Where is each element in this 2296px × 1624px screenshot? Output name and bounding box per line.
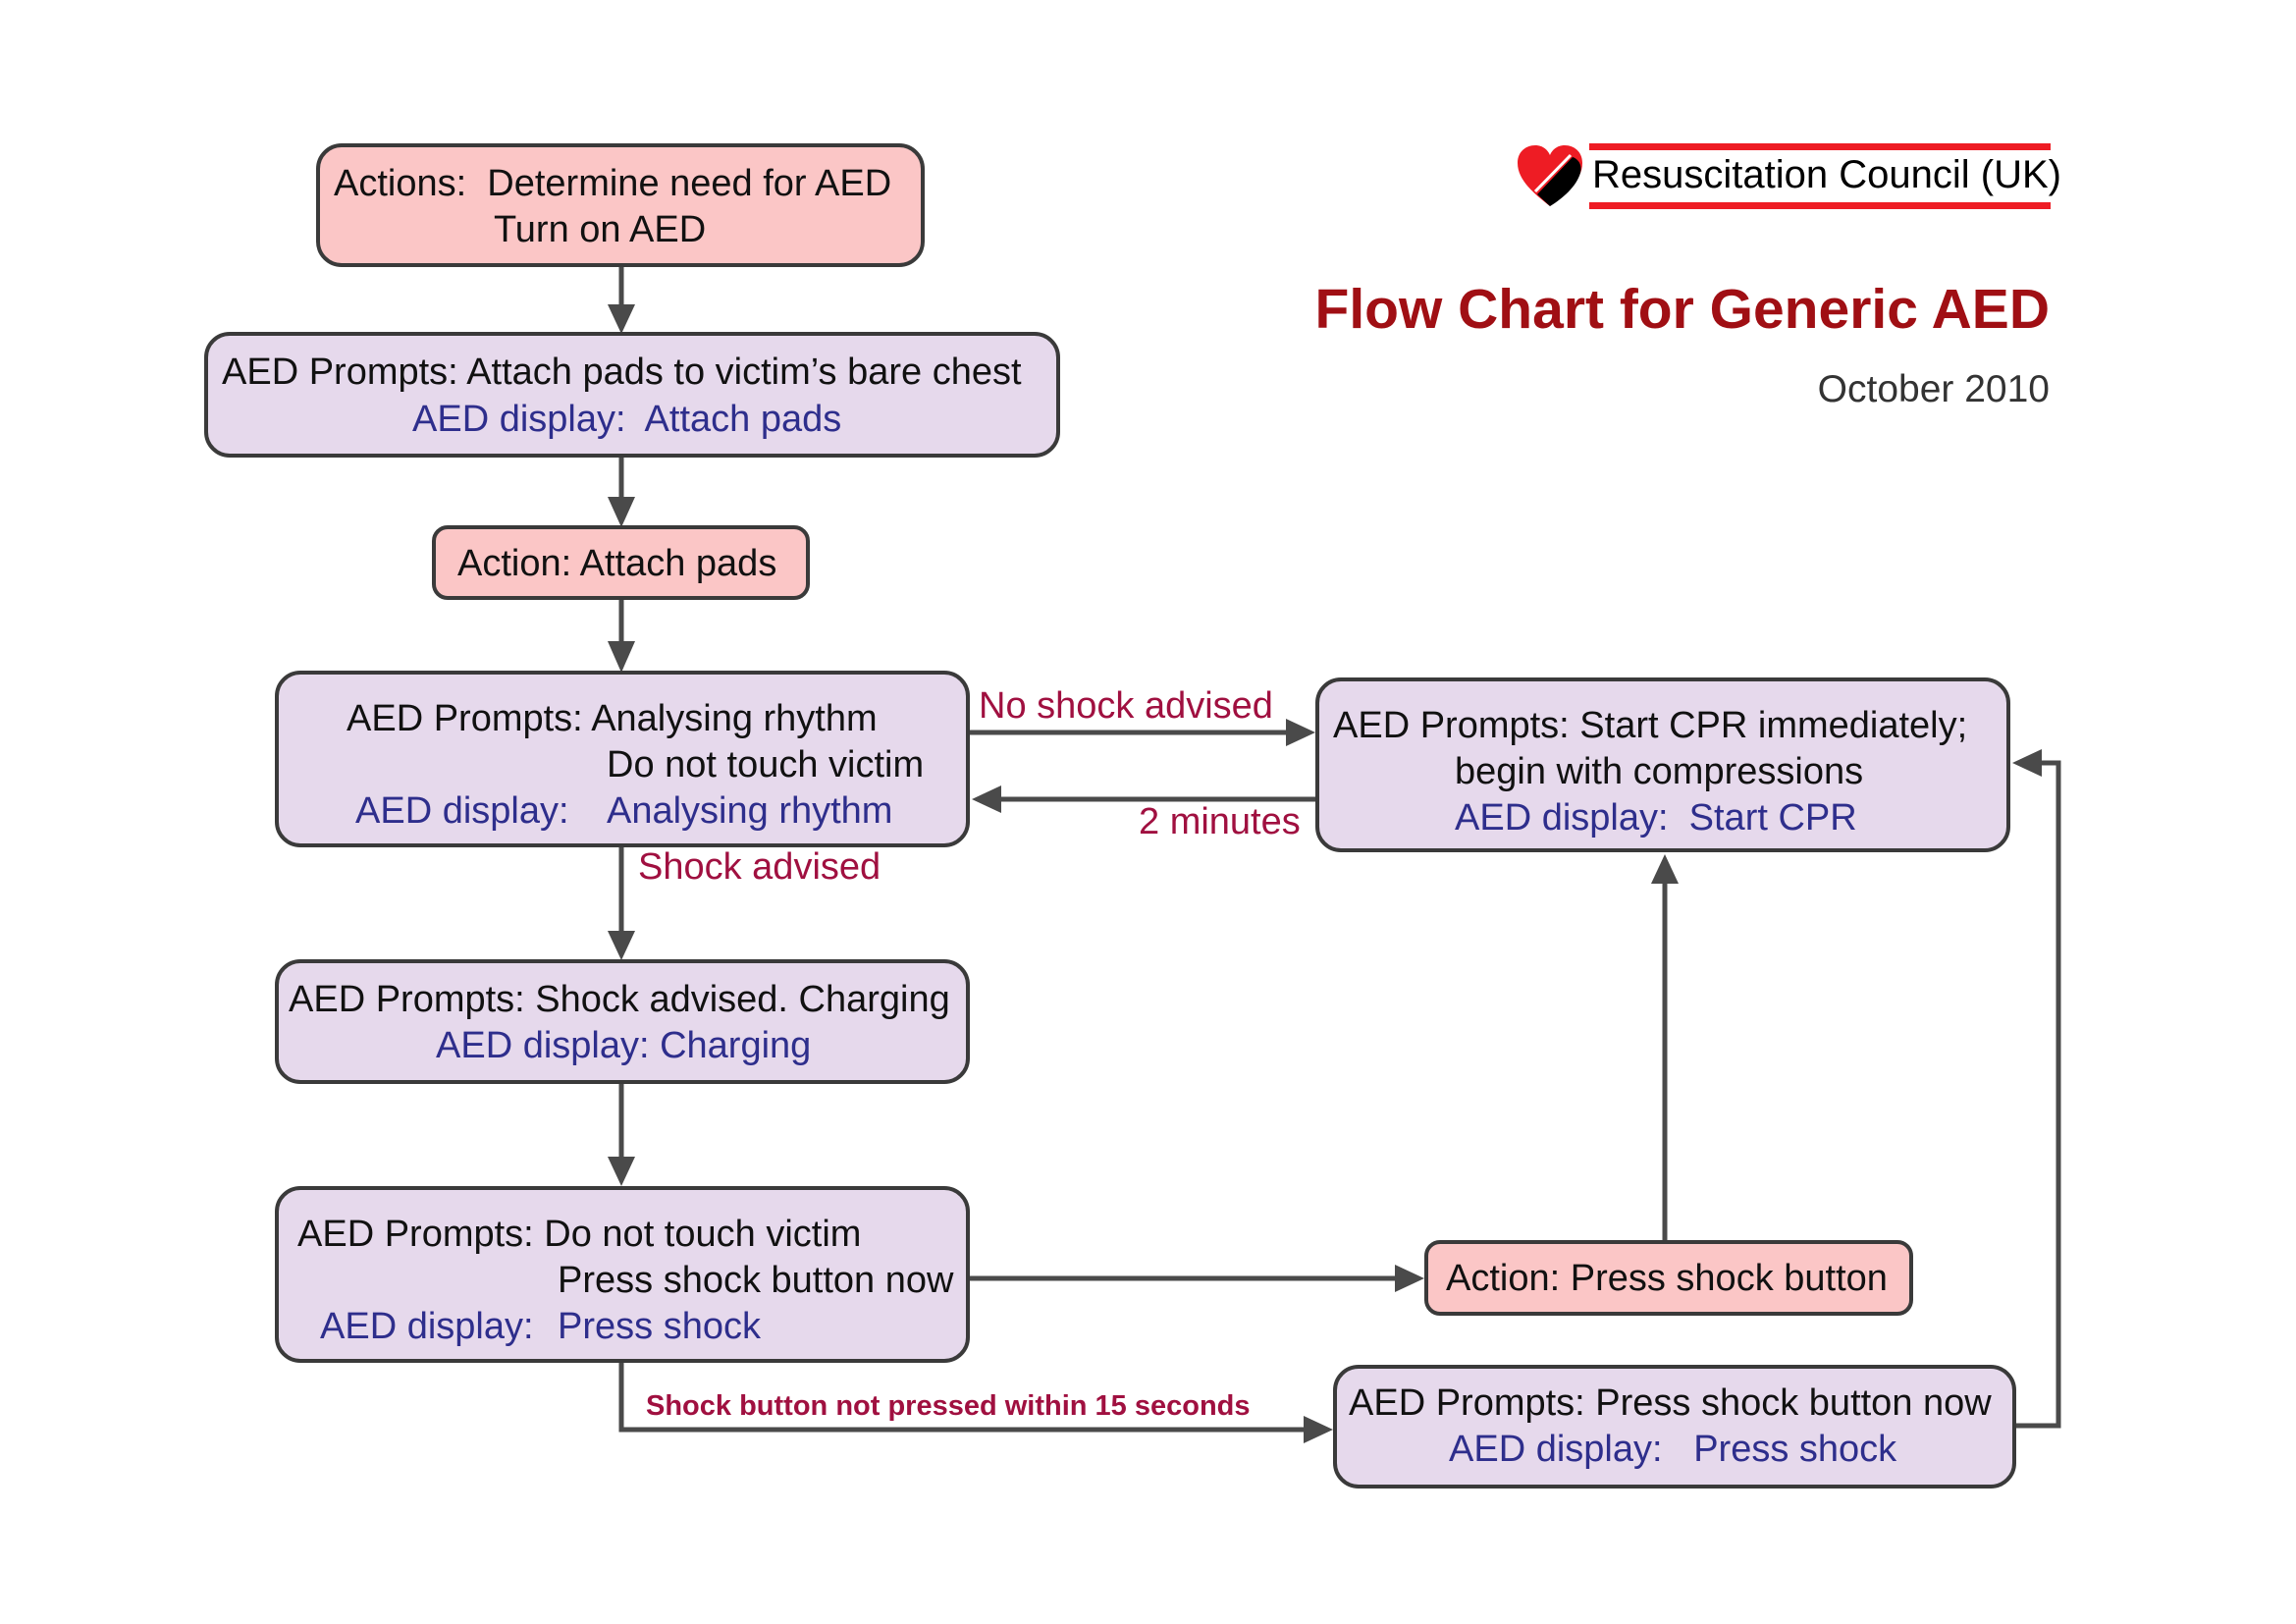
edge-not-pressed <box>618 1362 1306 1433</box>
node-text: AED Prompts: Press shock button now <box>1349 1382 1992 1424</box>
arrowhead <box>1304 1416 1333 1443</box>
node-attach-prompt: AED Prompts: Attach pads to victim’s bar… <box>204 332 1060 458</box>
organization-name: Resuscitation Council (UK) <box>1592 153 2061 196</box>
date: October 2010 <box>1817 368 2050 410</box>
node-text: Press shock button now <box>558 1260 954 1301</box>
arrowhead <box>1651 854 1679 884</box>
display-label: AED display: <box>320 1306 534 1347</box>
node-text: Action: Press shock button <box>1446 1258 1888 1299</box>
display-text: AED display: Attach pads <box>412 399 842 440</box>
arrowhead <box>608 497 635 527</box>
node-text: AED Prompts: Shock advised. Charging <box>289 979 950 1020</box>
node-text: begin with compressions <box>1455 751 1864 792</box>
arrowhead <box>1286 719 1315 746</box>
page-title: Flow Chart for Generic AED <box>1314 278 2051 341</box>
node-press-prompt: AED Prompts: Do not touch victim Press s… <box>275 1186 970 1363</box>
heart-logo-icon <box>1518 145 1582 206</box>
display-text: AED display: Press shock <box>1449 1429 1897 1470</box>
display-value: Analysing rhythm <box>607 790 893 832</box>
node-charging: AED Prompts: Shock advised. Charging AED… <box>275 959 970 1084</box>
node-text: Do not touch victim <box>607 744 925 785</box>
arrowhead <box>2012 749 2042 777</box>
edge-reminder-to-cpr <box>2016 760 2061 1429</box>
arrowhead <box>1395 1265 1424 1292</box>
node-text: AED Prompts: Start CPR immediately; <box>1333 705 1968 746</box>
node-determine: Actions: Determine need for AED Turn on … <box>316 143 925 267</box>
display-text: AED display: Charging <box>436 1025 812 1066</box>
node-text: Action: Attach pads <box>457 543 777 584</box>
arrowhead <box>972 785 1001 813</box>
display-value: Press shock <box>558 1306 761 1347</box>
label-shock-advised: Shock advised <box>638 846 881 888</box>
node-text: Turn on AED <box>494 209 707 250</box>
node-press-reminder: AED Prompts: Press shock button now AED … <box>1333 1365 2016 1489</box>
node-attach-action: Action: Attach pads <box>432 525 810 600</box>
node-cpr: AED Prompts: Start CPR immediately; begi… <box>1315 677 2010 852</box>
logo-top-rule <box>1589 143 2051 150</box>
arrowhead <box>608 304 635 334</box>
node-text: Actions: Determine need for AED <box>334 163 892 204</box>
logo-bottom-rule <box>1589 202 2051 209</box>
node-text: AED Prompts: Do not touch victim <box>297 1214 862 1255</box>
arrowhead <box>608 1157 635 1186</box>
node-analysing: AED Prompts: Analysing rhythm Do not tou… <box>275 671 970 847</box>
label-two-minutes: 2 minutes <box>1139 801 1301 842</box>
node-press-action: Action: Press shock button <box>1424 1240 1913 1316</box>
label-not-pressed: Shock button not pressed within 15 secon… <box>646 1390 1251 1422</box>
display-text: AED display: Start CPR <box>1455 797 1857 839</box>
node-text: AED Prompts: Analysing rhythm <box>347 698 878 739</box>
display-label: AED display: <box>355 790 569 832</box>
node-text: AED Prompts: Attach pads to victim’s bar… <box>222 352 1022 393</box>
arrowhead <box>608 931 635 960</box>
label-no-shock-advised: No shock advised <box>979 685 1273 727</box>
arrowhead <box>608 641 635 673</box>
